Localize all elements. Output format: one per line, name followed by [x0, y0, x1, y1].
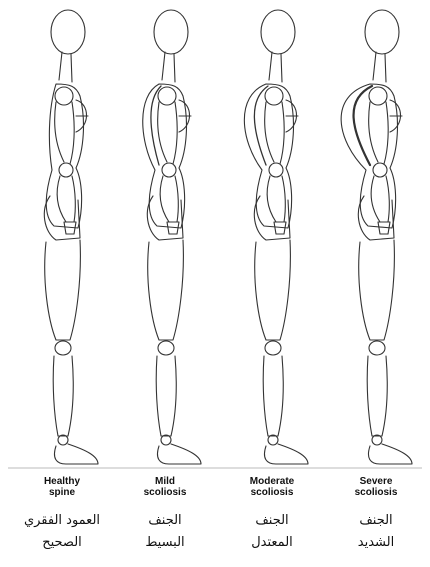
caption-en-line2: scoliosis: [222, 487, 322, 498]
caption-en-line1: Healthy: [12, 476, 112, 487]
mannequin-mild: [143, 10, 201, 464]
caption-en-line2: spine: [12, 487, 112, 498]
caption-moderate: Moderate scoliosis الجنف المعتدل: [222, 476, 322, 554]
elbow-joint: [269, 163, 283, 177]
caption-ar-mild: الجنف البسيط: [115, 510, 215, 554]
head: [261, 10, 295, 54]
head: [154, 10, 188, 54]
neck: [269, 52, 282, 82]
thigh: [255, 240, 291, 340]
caption-en-line1: Moderate: [222, 476, 322, 487]
caption-en-healthy: Healthy spine: [12, 476, 112, 498]
spine-curve: [254, 86, 268, 165]
caption-ar-line1: العمود الفقري: [12, 510, 112, 532]
head: [51, 10, 85, 54]
caption-en-severe: Severe scoliosis: [326, 476, 426, 498]
caption-en-mild: Mild scoliosis: [115, 476, 215, 498]
shin: [53, 356, 73, 436]
knee-joint: [55, 341, 71, 355]
caption-en-moderate: Moderate scoliosis: [222, 476, 322, 498]
caption-ar-line1: الجنف: [326, 510, 426, 532]
caption-ar-line2: الشديد: [326, 532, 426, 554]
neck: [59, 52, 72, 82]
caption-en-line1: Mild: [115, 476, 215, 487]
spine-curve: [151, 86, 161, 165]
caption-ar-line2: الصحيح: [12, 532, 112, 554]
upper-arm: [158, 102, 177, 164]
caption-healthy: Healthy spine العمود الفقري الصحيح: [12, 476, 112, 554]
foot: [54, 444, 98, 464]
shoulder-joint: [55, 87, 73, 105]
foot: [368, 444, 412, 464]
thigh: [148, 240, 184, 340]
upper-arm: [55, 102, 74, 164]
forearm: [160, 176, 178, 222]
elbow-joint: [162, 163, 176, 177]
foot: [264, 444, 308, 464]
forearm: [267, 176, 285, 222]
shoulder-joint: [369, 87, 387, 105]
upper-arm: [265, 102, 284, 164]
forearm: [57, 176, 75, 222]
caption-ar-severe: الجنف الشديد: [326, 510, 426, 554]
knee-joint: [265, 341, 281, 355]
shin: [263, 356, 283, 436]
caption-en-line2: scoliosis: [115, 487, 215, 498]
mannequin-healthy: [44, 10, 98, 464]
thigh: [45, 240, 81, 340]
thigh: [359, 240, 395, 340]
forearm: [371, 176, 389, 222]
foot: [157, 444, 201, 464]
mannequin-moderate: [244, 10, 308, 464]
mannequin-severe: [341, 10, 412, 464]
caption-ar-moderate: الجنف المعتدل: [222, 510, 322, 554]
caption-en-line2: scoliosis: [326, 487, 426, 498]
caption-ar-line1: الجنف: [115, 510, 215, 532]
elbow-joint: [59, 163, 73, 177]
knee-joint: [158, 341, 174, 355]
caption-ar-healthy: العمود الفقري الصحيح: [12, 510, 112, 554]
shoulder-joint: [265, 87, 283, 105]
shin: [367, 356, 387, 436]
caption-en-line1: Severe: [326, 476, 426, 487]
knee-joint: [369, 341, 385, 355]
caption-ar-line2: المعتدل: [222, 532, 322, 554]
shin: [156, 356, 176, 436]
caption-ar-line1: الجنف: [222, 510, 322, 532]
neck: [162, 52, 175, 82]
upper-arm: [369, 102, 388, 164]
caption-severe: Severe scoliosis الجنف الشديد: [326, 476, 426, 554]
elbow-joint: [373, 163, 387, 177]
shoulder-joint: [158, 87, 176, 105]
caption-ar-line2: البسيط: [115, 532, 215, 554]
caption-mild: Mild scoliosis الجنف البسيط: [115, 476, 215, 554]
head: [365, 10, 399, 54]
neck: [373, 52, 386, 82]
